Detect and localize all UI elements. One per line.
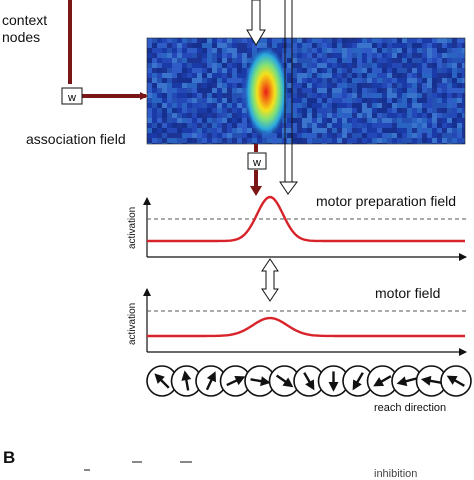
association-field-label: association field [26, 131, 126, 147]
weight-box-context [61, 87, 83, 105]
motor-preparation-field-label: motor preparation field [316, 193, 457, 209]
reach-direction-icon [415, 365, 448, 397]
association-to-prep-connection: w [247, 144, 267, 196]
activation-curve-prep [147, 195, 465, 243]
input-arrows-top [246, 0, 298, 195]
activation-axis-label-motor: activation [127, 302, 138, 345]
cut-off-text: inhibition [374, 468, 418, 480]
reach-direction-icon [244, 365, 276, 397]
association-field-heatmap [146, 37, 466, 145]
motor-field-label: motor field [375, 285, 441, 301]
reach-direction-icon [146, 365, 178, 397]
reach-direction-icon [317, 365, 350, 397]
weight-label: w [67, 92, 76, 104]
section-b-label: B [3, 448, 16, 467]
svg-text:w: w [252, 157, 261, 169]
reach-direction-icon [440, 365, 472, 397]
reach-direction-label: reach direction [374, 402, 447, 414]
motor-field-plot [143, 288, 467, 356]
weight-box-association [247, 152, 267, 170]
reach-direction-row [146, 365, 472, 397]
motor-preparation-plot [143, 195, 467, 261]
reach-direction-icon [342, 365, 374, 397]
reach-direction-icon [366, 365, 399, 397]
section-b-fragments [84, 461, 192, 471]
context-connection: w [61, 0, 148, 105]
interaction-arrow [261, 258, 279, 302]
context-nodes-label: context nodes [2, 12, 48, 45]
heatmap-noise [147, 38, 465, 144]
activation-curve-motor [147, 316, 465, 338]
reach-direction-icon [195, 365, 227, 397]
activation-axis-label-prep: activation [127, 206, 138, 249]
reach-direction-icon [391, 365, 423, 397]
